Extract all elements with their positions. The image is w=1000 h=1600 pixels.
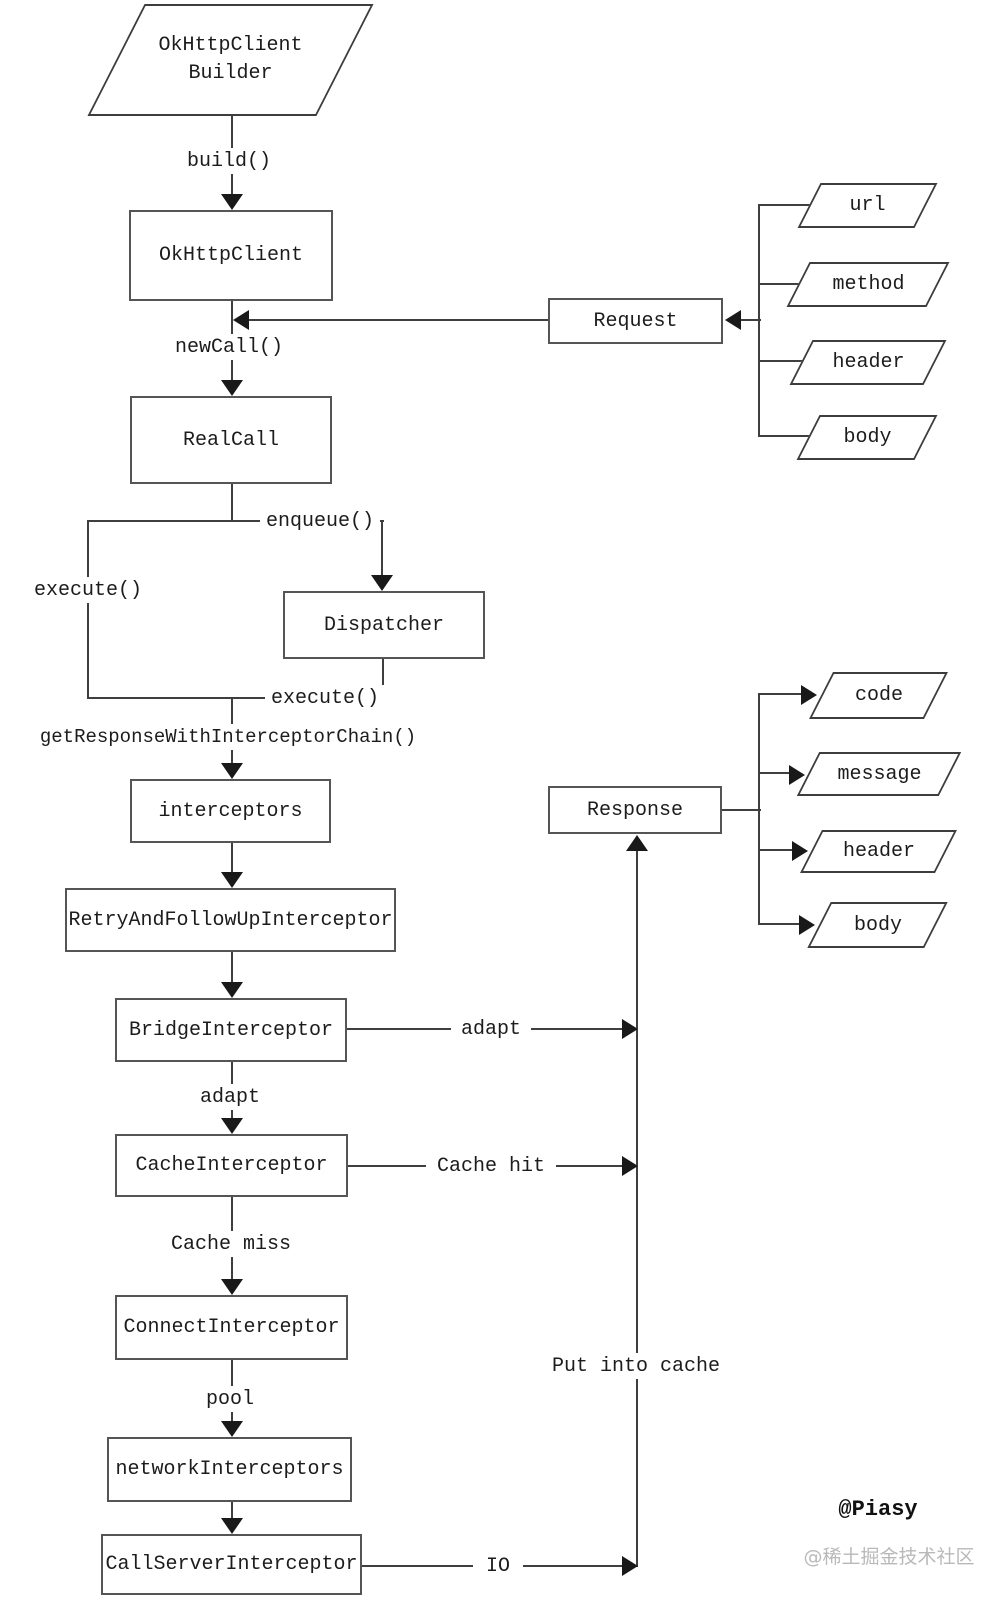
edge-label-execute-left: execute() [28,577,148,603]
arrowhead-to-retry [221,872,243,888]
edge-label-enqueue: enqueue() [260,508,380,534]
node-retryandfollowupinterceptor: RetryAndFollowUpInterceptor [65,888,396,952]
edge-realcall-down [231,484,233,522]
node-response: Response [548,786,722,834]
request-field-header: header [832,351,905,374]
node-interceptors: interceptors [130,779,331,843]
response-field-message: message [837,762,922,786]
edge-split-top [88,520,384,522]
response-stub-body [759,923,801,925]
edge-label-newcall: newCall() [164,334,294,360]
node-bridgeinterceptor: BridgeInterceptor [115,998,347,1062]
builder-label-line1: OkHttpClient [158,34,303,57]
node-okhttpclient: OkHttpClient [129,210,333,301]
edge-label-cache-hit: Cache hit [426,1153,556,1179]
node-network-label: networkInterceptors [115,1458,344,1481]
arrowhead-to-callserver [221,1518,243,1534]
node-response-label: Response [586,798,683,822]
edge-retry-to-bridge [231,952,233,982]
arrowhead-request-to-flow [233,310,249,330]
author-credit: @Piasy [838,1496,918,1522]
node-request: Request [548,298,723,344]
arrowhead-fields-to-request [725,310,741,330]
edge-label-io: IO [473,1553,523,1579]
arrowhead-to-code [801,685,817,705]
node-networkinterceptors: networkInterceptors [107,1437,352,1502]
request-field-method: method [832,273,905,296]
edge-request-to-flow [247,319,548,321]
watermark: @稀土掘金技术社区 [803,1545,975,1568]
edge-interceptors-to-retry [231,843,233,872]
edge-label-adapt-down: adapt [195,1084,265,1110]
node-connect-label: ConnectInterceptor [123,1316,340,1339]
response-stub-header [759,849,794,851]
builder-label-line2: Builder [188,62,273,85]
node-cache-label: CacheInterceptor [135,1154,328,1177]
node-realcall-label: RealCall [182,428,279,452]
node-retry-label: RetryAndFollowUpInterceptor [68,908,393,932]
arrowhead-to-okhttpclient [221,194,243,210]
node-realcall: RealCall [130,396,332,484]
arrowhead-to-response [626,835,648,851]
arrowhead-to-network [221,1421,243,1437]
edge-fields-to-request-stub [739,319,761,321]
node-bridge-label: BridgeInterceptor [128,1018,334,1042]
request-fields-connector [758,204,760,437]
edge-label-getresponsewithinterceptorchain: getResponseWithInterceptorChain() [38,724,418,750]
edge-network-to-callserver [231,1502,233,1518]
arrowhead-io-to-return [622,1556,638,1576]
arrowhead-cachehit-to-return [622,1156,638,1176]
arrowhead-to-response-body [799,915,815,935]
edge-label-execute-right: execute() [265,685,385,711]
edge-enqueue-branch [381,520,383,576]
response-stub-code [759,693,803,695]
node-dispatcher: Dispatcher [283,591,485,659]
request-field-url: url [849,194,886,217]
response-field-body: body [853,913,902,937]
arrowhead-to-connect [221,1279,243,1295]
arrowhead-adapt-to-return [622,1019,638,1039]
edge-label-cache-miss: Cache miss [166,1231,296,1257]
request-stub-method [759,283,819,285]
arrowhead-to-interceptors [221,763,243,779]
edge-label-pool: pool [195,1386,265,1412]
node-connectinterceptor: ConnectInterceptor [115,1295,348,1360]
edge-execute-branch [87,520,89,699]
arrowhead-to-message [789,765,805,785]
edge-label-put-into-cache: Put into cache [541,1353,731,1379]
response-stub-message [759,772,791,774]
node-okhttpclient-builder-label: OkHttpClient Builder [116,4,345,116]
arrowhead-to-response-header [792,841,808,861]
node-request-label: Request [593,309,678,333]
response-stub-main [722,809,761,811]
node-dispatcher-label: Dispatcher [323,613,445,637]
node-interceptors-label: interceptors [158,799,303,823]
node-cacheinterceptor: CacheInterceptor [115,1134,348,1197]
arrowhead-to-cache [221,1118,243,1134]
arrowhead-to-dispatcher [371,575,393,591]
edge-split-bottom [88,697,385,699]
edge-dispatcher-down [382,659,384,699]
response-field-header: header [842,840,915,863]
edge-return-to-response [636,850,638,1567]
response-field-code: code [854,684,903,707]
request-stub-url [759,204,829,206]
request-stub-header [759,360,821,362]
arrowhead-to-realcall [221,380,243,396]
request-field-body: body [843,426,892,449]
node-callserverinterceptor: CallServerInterceptor [101,1534,362,1595]
arrowhead-to-bridge [221,982,243,998]
edge-label-build: build() [169,148,289,174]
node-callserver-label: CallServerInterceptor [105,1553,358,1576]
request-stub-body [759,435,829,437]
edge-label-adapt-right: adapt [451,1016,531,1042]
node-okhttpclient-label: OkHttpClient [158,244,304,267]
